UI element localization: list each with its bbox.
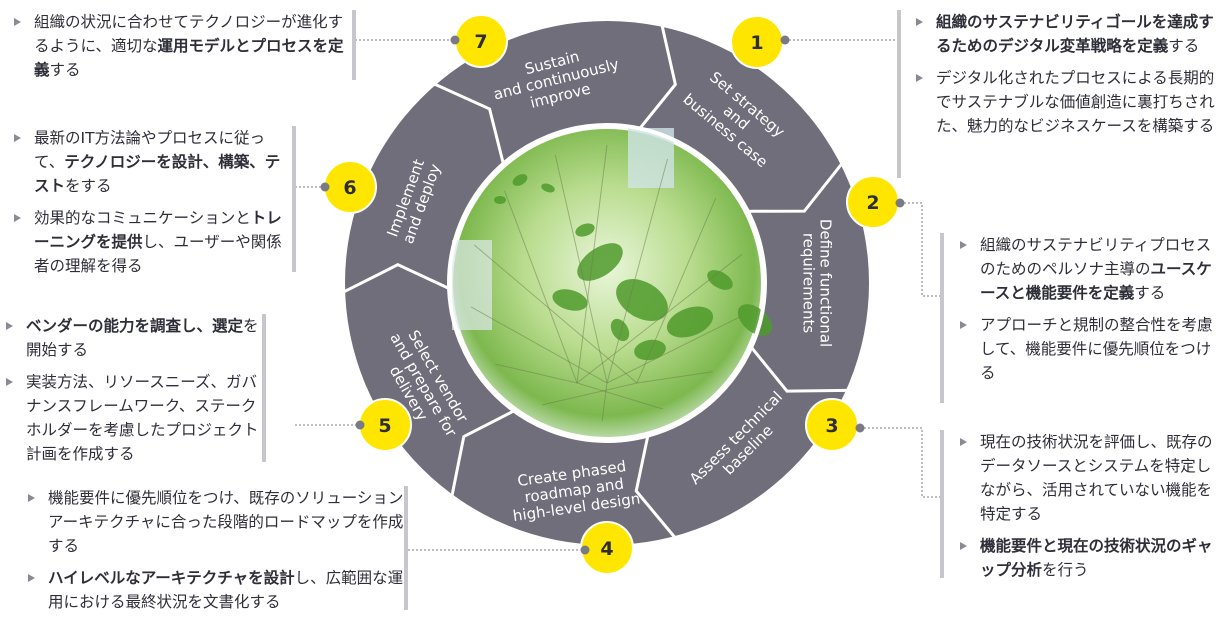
connector-line	[900, 202, 940, 297]
stage-label-line: Define functional	[817, 219, 835, 347]
stage-number: 5	[378, 415, 391, 437]
bullet-triangle-icon	[28, 494, 35, 502]
connector-dot	[780, 35, 790, 45]
bullet-item: ハイレベルなアーキテクチャを設計し、広範囲な運用における最終状況を文書化する	[24, 566, 404, 614]
text: 効果的なコミュニケーションと	[34, 209, 251, 227]
bullet-item: 組織の状況に合わせてテクノロジーが進化するように、適切な運用モデルとプロセスを定…	[10, 10, 350, 82]
stage-number: 6	[343, 177, 356, 199]
text: アプローチと規制の整合性を考慮して、機能要件に優先順位をつける	[980, 316, 1213, 382]
bold-text: 組織のサステナビリティゴールを達成するためのデジタル変革戦略を定義	[936, 13, 1214, 55]
bullet-item: 最新のIT方法論やプロセスに従って、テクノロジーを設計、構築、テストをする	[10, 126, 290, 198]
connector-dot	[450, 35, 460, 45]
stage-number: 7	[474, 31, 487, 53]
stage-badge-6[interactable]: 6	[320, 160, 377, 214]
connector-dot	[355, 420, 365, 430]
text: し、広範囲な運用における最終状況を文書化する	[48, 569, 404, 611]
text: をする	[65, 177, 112, 195]
bullet-triangle-icon	[28, 574, 35, 582]
callout-stage-4: 機能要件に優先順位をつけ、既存のソリューションアーキテクチャに合った段階的ロード…	[24, 486, 404, 622]
bullet-triangle-icon	[6, 378, 13, 386]
bold-text: ベンダーの能力を調査し、選定	[26, 317, 244, 335]
text: する	[1134, 284, 1166, 302]
bold-text: トレーニングを提供	[34, 209, 282, 251]
text: デジタル化されたプロセスによる長期的でサステナブルな価値創造に裏打ちされた、魅力…	[936, 69, 1215, 135]
divider-bar	[897, 10, 901, 178]
stage-number: 4	[600, 538, 613, 560]
callout-stage-3: 現在の技術状況を評価し、既存のデータソースとシステムを特定しながら、活用されてい…	[956, 430, 1226, 590]
bold-text: ユースケースと機能要件を定義	[980, 260, 1212, 302]
bullet-item: 機能要件と現在の技術状況のギャップ分析を行う	[956, 534, 1226, 582]
stage-badge-7[interactable]: 7	[450, 14, 508, 68]
callout-stage-5: ベンダーの能力を調査し、選定を開始する実装方法、リソースニーズ、ガバナンスフレー…	[2, 314, 264, 474]
text: 機能要件に優先順位をつけ、既存のソリューションアーキテクチャに合った段階的ロード…	[48, 489, 404, 555]
stage-badge-1[interactable]: 1	[730, 15, 790, 69]
text: を行う	[1042, 561, 1089, 579]
callout-stage-2: 組織のサステナビリティプロセスのためのペルソナ主導のユースケースと機能要件を定義…	[956, 233, 1226, 393]
stage-label-line: requirements	[800, 233, 818, 334]
divider-bar	[352, 10, 356, 80]
text: する	[49, 61, 81, 79]
connector-dot	[855, 423, 865, 433]
divider-bar	[940, 233, 944, 403]
bullet-triangle-icon	[916, 74, 923, 82]
divider-bar	[940, 430, 944, 578]
connectors	[295, 39, 940, 551]
bullet-item: 効果的なコミュニケーションとトレーニングを提供し、ユーザーや関係者の理解を得る	[10, 206, 290, 278]
callout-stage-1: 組織のサステナビリティゴールを達成するためのデジタル変革戦略を定義するデジタル化…	[912, 10, 1228, 146]
bullet-item: デジタル化されたプロセスによる長期的でサステナブルな価値創造に裏打ちされた、魅力…	[912, 66, 1228, 138]
bullet-triangle-icon	[960, 542, 967, 550]
stage-badge-4[interactable]: 4	[580, 521, 634, 575]
callout-stage-6: 最新のIT方法論やプロセスに従って、テクノロジーを設計、構築、テストをする効果的…	[10, 126, 290, 286]
stage-number: 2	[866, 192, 879, 214]
text: 組織の状況に合わせてテクノロジーが進化するように、適切な	[34, 13, 344, 55]
text: する	[1168, 37, 1200, 55]
bold-text: 運用モデルとプロセスを定義	[34, 37, 344, 79]
text: 最新のIT方法論やプロセスに従って、	[34, 129, 266, 171]
text: 実装方法、リソースニーズ、ガバナンスフレームワーク、ステークホルダーを考慮したプ…	[26, 373, 259, 463]
connector-dot	[895, 198, 905, 208]
bold-text: 機能要件と現在の技術状況のギャップ分析	[980, 537, 1213, 579]
bullet-triangle-icon	[14, 214, 21, 222]
text: し、ユーザーや関係者の理解を得る	[34, 233, 282, 275]
divider-bar	[262, 314, 266, 462]
connector-dot	[580, 545, 590, 555]
bullet-item: 組織のサステナビリティプロセスのためのペルソナ主導のユースケースと機能要件を定義…	[956, 233, 1226, 305]
bullet-triangle-icon	[960, 241, 967, 249]
bullet-triangle-icon	[14, 134, 21, 142]
segment-separators	[342, 24, 849, 539]
bullet-item: ベンダーの能力を調査し、選定を開始する	[2, 314, 264, 362]
bullet-triangle-icon	[960, 438, 967, 446]
stage-number: 1	[750, 32, 763, 54]
bullet-item: 機能要件に優先順位をつけ、既存のソリューションアーキテクチャに合った段階的ロード…	[24, 486, 404, 558]
stage-badge-2[interactable]: 2	[846, 175, 905, 229]
stage-number: 3	[825, 415, 838, 437]
callout-stage-7: 組織の状況に合わせてテクノロジーが進化するように、適切な運用モデルとプロセスを定…	[10, 10, 350, 90]
bullet-triangle-icon	[960, 321, 967, 329]
bullet-item: 実装方法、リソースニーズ、ガバナンスフレームワーク、ステークホルダーを考慮したプ…	[2, 370, 264, 466]
divider-bar	[404, 486, 408, 610]
connector-dot	[320, 182, 330, 192]
bullet-triangle-icon	[6, 322, 13, 330]
bold-text: ハイレベルなアーキテクチャを設計	[48, 569, 295, 587]
bullet-item: 現在の技術状況を評価し、既存のデータソースとシステムを特定しながら、活用されてい…	[956, 430, 1226, 526]
bullet-triangle-icon	[14, 18, 21, 26]
bullet-triangle-icon	[916, 18, 923, 26]
text: 現在の技術状況を評価し、既存のデータソースとシステムを特定しながら、活用されてい…	[980, 433, 1213, 523]
stage-badge-3[interactable]: 3	[805, 398, 865, 452]
connector-line	[860, 427, 940, 498]
text: を開始する	[26, 317, 259, 359]
divider-bar	[292, 126, 296, 272]
bullet-item: 組織のサステナビリティゴールを達成するためのデジタル変革戦略を定義する	[912, 10, 1228, 58]
stage-badge-5[interactable]: 5	[355, 398, 412, 452]
bold-text: テクノロジーを設計、構築、テスト	[34, 153, 281, 195]
text: 組織のサステナビリティプロセスのためのペルソナ主導の	[980, 236, 1212, 278]
bullet-item: アプローチと規制の整合性を考慮して、機能要件に優先順位をつける	[956, 313, 1226, 385]
